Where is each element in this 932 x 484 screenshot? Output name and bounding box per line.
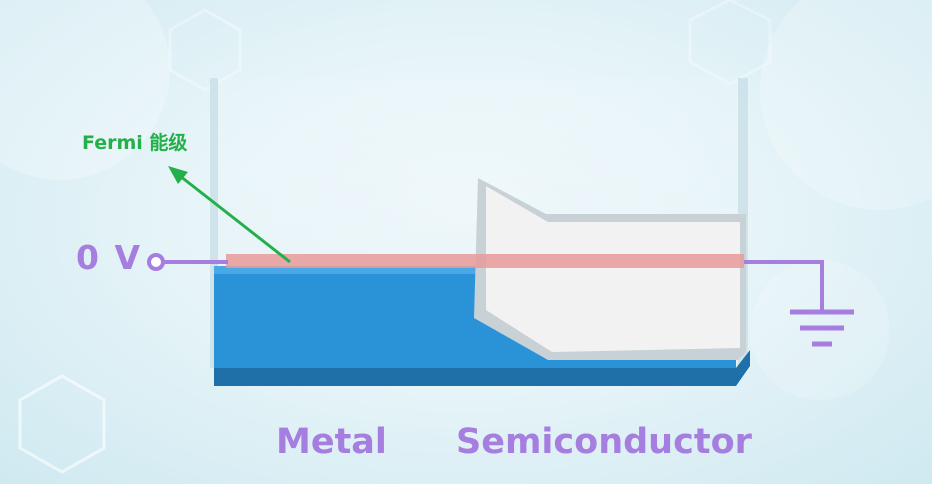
container-left-wall bbox=[210, 78, 218, 368]
fermi-level-band bbox=[226, 254, 744, 268]
hexagon-decoration bbox=[168, 8, 242, 92]
metal-top-edge bbox=[214, 266, 736, 274]
hexagon-decoration bbox=[688, 0, 772, 86]
right-wire bbox=[744, 260, 824, 312]
bubble-decoration bbox=[0, 0, 170, 180]
fermi-level-label: Fermi 能级 bbox=[82, 132, 188, 154]
metal-label: Metal bbox=[276, 422, 387, 462]
semiconductor-block bbox=[486, 186, 740, 352]
green-arrow-icon bbox=[168, 166, 291, 264]
open-circle-terminal-icon bbox=[147, 253, 165, 271]
ground-symbol-icon bbox=[790, 309, 854, 347]
voltage-label: 0 V bbox=[76, 238, 142, 277]
semiconductor-label: Semiconductor bbox=[456, 422, 752, 462]
hexagon-decoration bbox=[18, 374, 106, 474]
bubble-decoration bbox=[760, 0, 932, 210]
